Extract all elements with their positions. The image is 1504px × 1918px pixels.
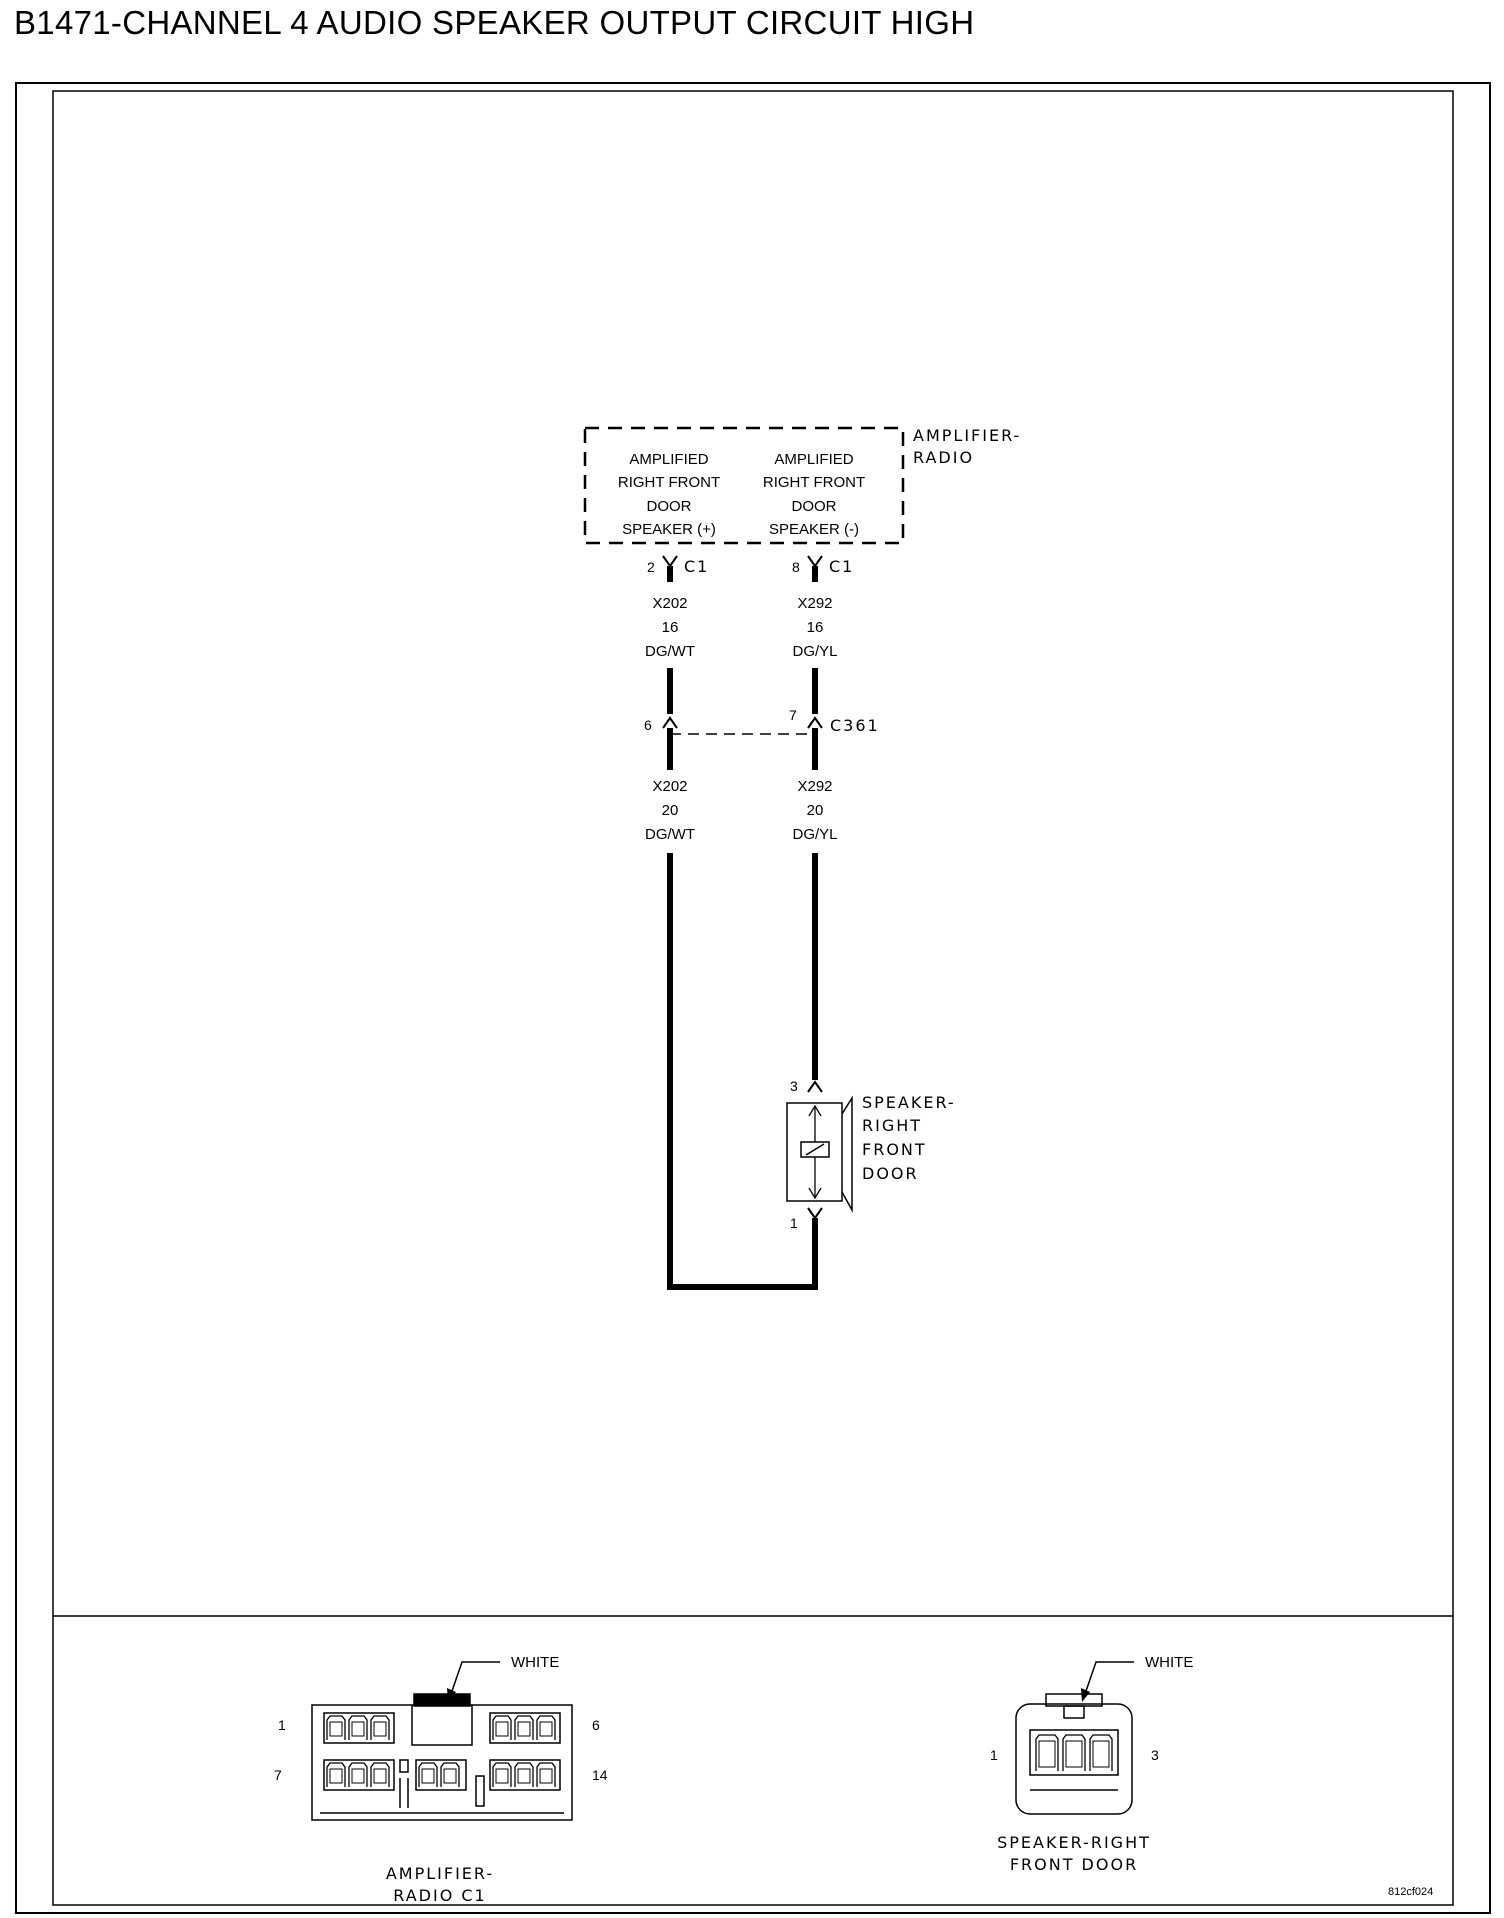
speaker-connector-view [1015, 1693, 1133, 1815]
c361-plus-pin-number: 6 [644, 717, 652, 733]
c361-plus-pin-icon [662, 716, 678, 729]
speaker-white-leader [1084, 1661, 1134, 1695]
c361-connector-name: C361 [830, 716, 880, 735]
plus-desc-line: AMPLIFIED [629, 451, 708, 468]
wire-label-line: DG/WT [645, 643, 695, 660]
amplifier-terminal-cavity [536, 1762, 556, 1787]
amplifier-connector-name-line1: AMPLIFIER- [386, 1864, 494, 1883]
amplifier-terminal-cavity [348, 1762, 368, 1787]
speaker-terminal-cavity [1062, 1734, 1086, 1771]
amplifier-pin-bottom-right: 14 [592, 1767, 608, 1783]
wire-label-line: 16 [662, 619, 679, 636]
minus-desc-line: DOOR [792, 498, 837, 515]
module-name-line2: RADIO [913, 448, 974, 467]
wire-label-line: DG/WT [645, 826, 695, 843]
minus-lower-wire-label: X292 20 DG/YL [792, 778, 837, 843]
amplifier-pin-top-left: 1 [278, 1717, 286, 1733]
plus-module-connector: C1 [684, 557, 709, 576]
amplifier-pin-top-right: 6 [592, 1717, 600, 1733]
plus-lower-wire-label: X202 20 DG/WT [645, 778, 695, 843]
amplifier-terminal-cavity [326, 1715, 346, 1740]
speaker-name-line: DOOR [862, 1164, 919, 1183]
minus-desc-line: RIGHT FRONT [763, 474, 865, 491]
minus-desc-line: AMPLIFIED [774, 451, 853, 468]
amplifier-terminal-cavity [348, 1715, 368, 1740]
minus-module-pin-number: 8 [792, 559, 800, 575]
wire-label-line: X292 [797, 595, 832, 612]
amplifier-terminal-cavity [492, 1715, 512, 1740]
speaker-pin-3-icon [807, 1080, 823, 1093]
plus-desc-line: RIGHT FRONT [618, 474, 720, 491]
module-name-line1: AMPLIFIER- [913, 426, 1021, 445]
speaker-name-line: FRONT [862, 1140, 927, 1159]
speaker-pin-right: 3 [1151, 1747, 1159, 1763]
figure-code: 812cf024 [1388, 1886, 1433, 1898]
wire-label-line: X292 [797, 778, 832, 795]
wire-label-line: DG/YL [792, 643, 837, 660]
wire-label-line: 20 [807, 802, 824, 819]
plus-upper-wire-label: X202 16 DG/WT [645, 595, 695, 660]
wire-label-line: X202 [652, 595, 687, 612]
wire-label-line: 20 [662, 802, 679, 819]
amplifier-connector-name-line2: RADIO C1 [393, 1886, 486, 1905]
amplifier-terminal-cavity [492, 1762, 512, 1787]
amplifier-terminal-cavity [370, 1715, 390, 1740]
amplifier-terminal-cavity [370, 1762, 390, 1787]
speaker-pin-bottom-number: 1 [790, 1215, 798, 1231]
speaker-connector-name-line2: FRONT DOOR [1010, 1855, 1138, 1874]
amplifier-color-label: WHITE [511, 1654, 559, 1671]
amplifier-radio-c1-connector-view [311, 1693, 573, 1821]
speaker-terminal-cavity [1035, 1734, 1059, 1771]
plus-module-pin-number: 2 [647, 559, 655, 575]
wire-label-line: X202 [652, 778, 687, 795]
c361-minus-pin-icon [807, 716, 823, 729]
speaker-terminal-cavity [1089, 1734, 1113, 1771]
speaker-name-line: SPEAKER- [862, 1093, 956, 1112]
plus-desc-line: DOOR [647, 498, 692, 515]
amplifier-terminal-cavity [326, 1762, 346, 1787]
plus-module-pin-icon [662, 555, 678, 568]
speaker-pin-left: 1 [990, 1747, 998, 1763]
wire-label-line: DG/YL [792, 826, 837, 843]
speaker-name: SPEAKER- RIGHT FRONT DOOR [862, 1093, 956, 1183]
plus-terminal-description: AMPLIFIED RIGHT FRONT DOOR SPEAKER (+) [618, 451, 720, 538]
plus-desc-line: SPEAKER (+) [622, 521, 716, 538]
speaker-pin-1-icon [807, 1207, 823, 1220]
c361-minus-pin-number: 7 [789, 707, 797, 723]
outer-frame [15, 82, 1491, 1914]
speaker-connector-name-line1: SPEAKER-RIGHT [997, 1833, 1151, 1852]
speaker-name-line: RIGHT [862, 1116, 922, 1135]
amplifier-terminal-cavity [536, 1715, 556, 1740]
speaker-symbol-icon [786, 1095, 853, 1213]
amplifier-terminal-cavity [418, 1762, 438, 1787]
minus-module-connector: C1 [829, 557, 854, 576]
minus-desc-line: SPEAKER (-) [769, 521, 859, 538]
speaker-pin-top-number: 3 [790, 1078, 798, 1094]
minus-module-pin-icon [807, 555, 823, 568]
amplifier-terminal-cavity [514, 1715, 534, 1740]
minus-upper-wire-label: X292 16 DG/YL [792, 595, 837, 660]
wire-label-line: 16 [807, 619, 824, 636]
amplifier-terminal-cavity [440, 1762, 460, 1787]
speaker-color-label: WHITE [1145, 1654, 1193, 1671]
inner-frame [52, 90, 1454, 1906]
minus-terminal-description: AMPLIFIED RIGHT FRONT DOOR SPEAKER (-) [763, 451, 865, 538]
speaker-white-arrow-icon [1081, 1688, 1090, 1702]
amplifier-pin-bottom-left: 7 [274, 1767, 282, 1783]
wire-plus-lower-to-speaker [667, 853, 818, 1290]
amplifier-white-arrow-icon [447, 1688, 456, 1702]
amplifier-radio-module-box [583, 426, 905, 545]
page-title: B1471-CHANNEL 4 AUDIO SPEAKER OUTPUT CIR… [14, 4, 975, 41]
amplifier-terminal-cavity [514, 1762, 534, 1787]
amplifier-white-leader [450, 1661, 500, 1695]
